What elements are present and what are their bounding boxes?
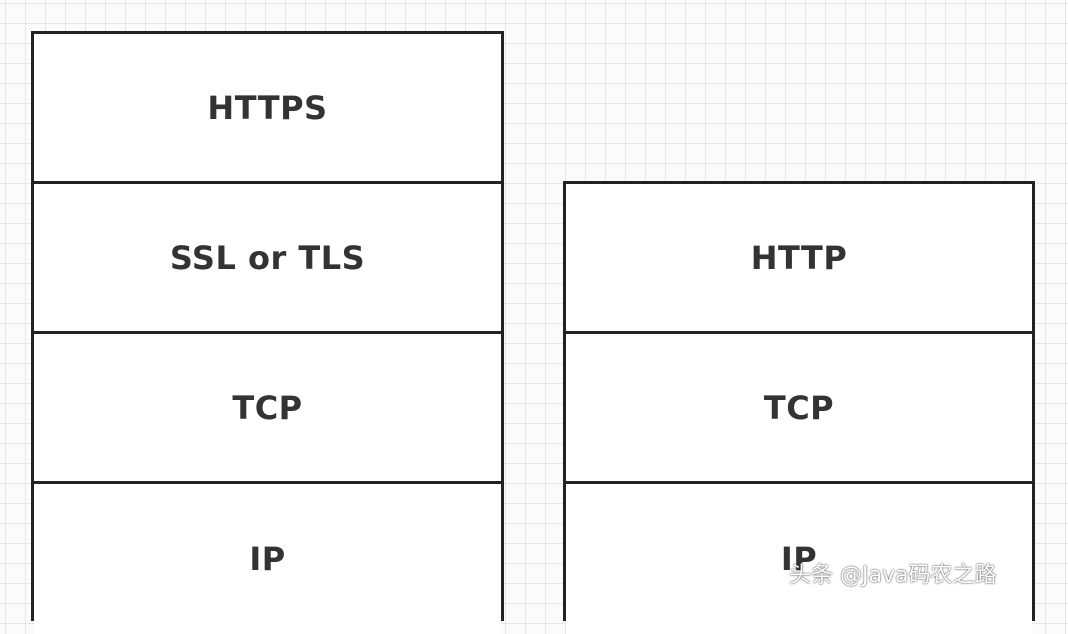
layer-label: TCP [232, 388, 303, 427]
layer-ssl-tls: SSL or TLS [34, 184, 501, 334]
watermark: 头条 @Java码农之路 [789, 563, 997, 588]
http-protocol-stack: HTTP TCP IP [563, 181, 1035, 634]
layer-https: HTTPS [34, 34, 501, 184]
layer-label: IP [249, 540, 286, 578]
layer-label: HTTP [750, 238, 848, 277]
layer-http: HTTP [566, 184, 1032, 334]
layer-tcp: TCP [566, 334, 1032, 484]
layer-label: SSL or TLS [169, 238, 366, 277]
layer-label: IP [780, 540, 818, 578]
https-protocol-stack: HTTPS SSL or TLS TCP IP [31, 31, 504, 634]
layer-tcp: TCP [34, 334, 501, 484]
layer-label: HTTPS [207, 88, 328, 127]
layer-label: TCP [763, 388, 835, 427]
layer-ip: IP [34, 484, 501, 634]
